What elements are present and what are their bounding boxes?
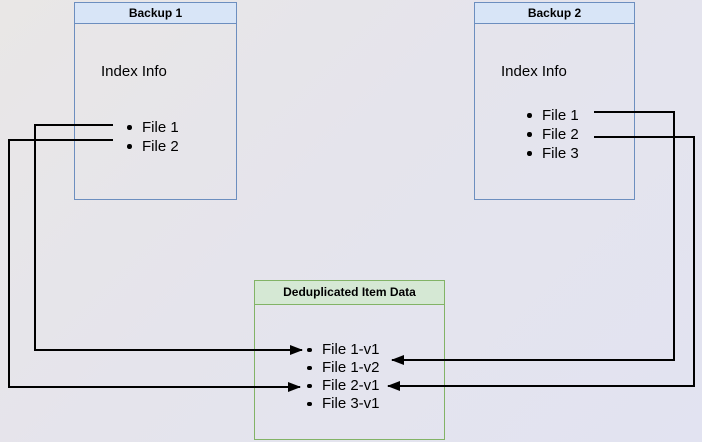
- backup2-file-2: File 2: [526, 125, 579, 144]
- dedup-file-3: File 2-v1: [306, 377, 380, 395]
- backup1-index-info-label: Index Info: [101, 63, 167, 80]
- backup1-file-1: File 1: [126, 118, 179, 137]
- backup1-file-2: File 2: [126, 137, 179, 156]
- dedup-file-1: File 1-v1: [306, 341, 380, 359]
- backup2-index-info-label: Index Info: [501, 63, 567, 80]
- backup2-file-3: File 3: [526, 144, 579, 163]
- dedup-file-2: File 1-v2: [306, 359, 380, 377]
- dedup-file-4: File 3-v1: [306, 395, 380, 413]
- deduplicated-item-data-title: Deduplicated Item Data: [255, 281, 444, 305]
- backup2-title: Backup 2: [475, 3, 634, 24]
- backup2-file-1: File 1: [526, 106, 579, 125]
- backup1-title: Backup 1: [75, 3, 236, 24]
